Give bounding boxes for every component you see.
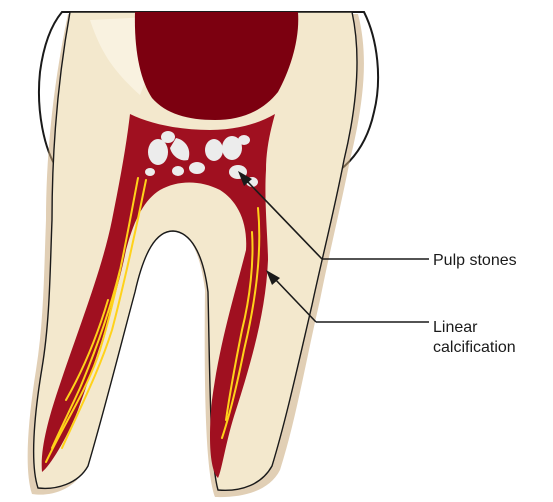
label-pulp-stones: Pulp stones (433, 251, 517, 271)
label-linear-line2: calcification (433, 338, 516, 358)
label-linear-calcification: Linear calcification (433, 318, 516, 358)
label-linear-line1: Linear (433, 318, 516, 338)
